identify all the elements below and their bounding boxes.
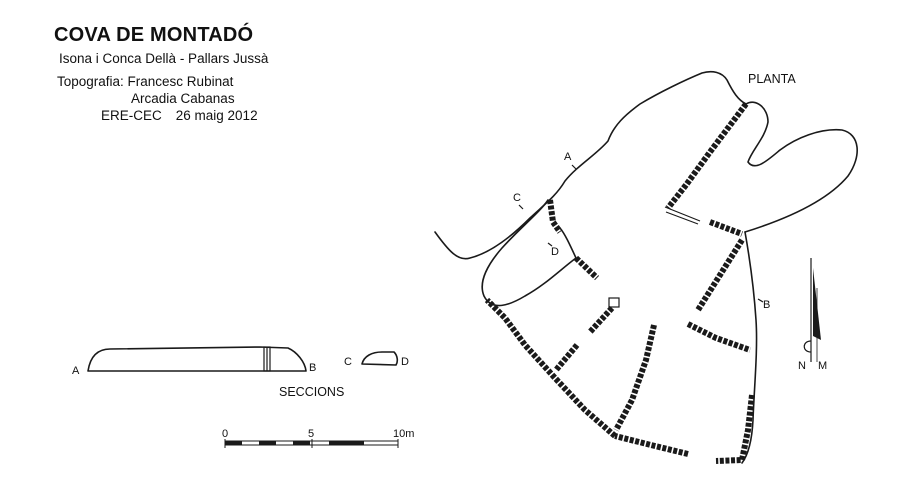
north-arrow — [803, 258, 821, 362]
section-marker-c: C — [344, 356, 352, 368]
north-label-n: N — [798, 360, 806, 372]
sections-label: SECCIONS — [279, 385, 345, 399]
scale-tick-0: 0 — [222, 428, 229, 440]
plan-label: PLANTA — [748, 72, 796, 86]
map-title: COVA DE MONTADÓ — [54, 24, 254, 46]
credit-date: 26 maig 2012 — [175, 108, 258, 123]
plan-outer-wall — [434, 70, 747, 260]
credit-org-date: ERE-CEC 26 maig 2012 — [101, 108, 258, 123]
plan-marker-b: B — [763, 299, 771, 311]
plan-east-wall — [741, 231, 758, 464]
plan-marker-c: C — [513, 192, 521, 204]
map-subtitle: Isona i Conca Dellà - Pallars Jussà — [59, 51, 269, 66]
plan-right-lobe — [744, 101, 858, 233]
scale-tick-5: 5 — [308, 428, 315, 440]
credit-surveyor: Topografia: Francesc Rubinat — [57, 74, 234, 89]
plan-entrance-pocket — [481, 199, 577, 307]
section-cd — [361, 351, 399, 366]
north-label-m: M — [818, 360, 828, 372]
section-marker-a: A — [72, 365, 80, 377]
plan-steps — [263, 102, 755, 464]
section-ab — [87, 346, 307, 372]
plan-section-markers — [518, 164, 764, 303]
scale-tick-10: 10m — [393, 428, 415, 440]
plan-marker-a: A — [564, 151, 572, 163]
plan-marker-d: D — [551, 246, 559, 258]
credit-surveyor-2: Arcadia Cabanas — [131, 91, 235, 106]
scale-bar — [224, 439, 399, 448]
section-marker-b: B — [309, 362, 317, 374]
credit-org: ERE-CEC — [101, 108, 162, 123]
plan-view — [263, 70, 858, 464]
section-marker-d: D — [401, 356, 409, 368]
